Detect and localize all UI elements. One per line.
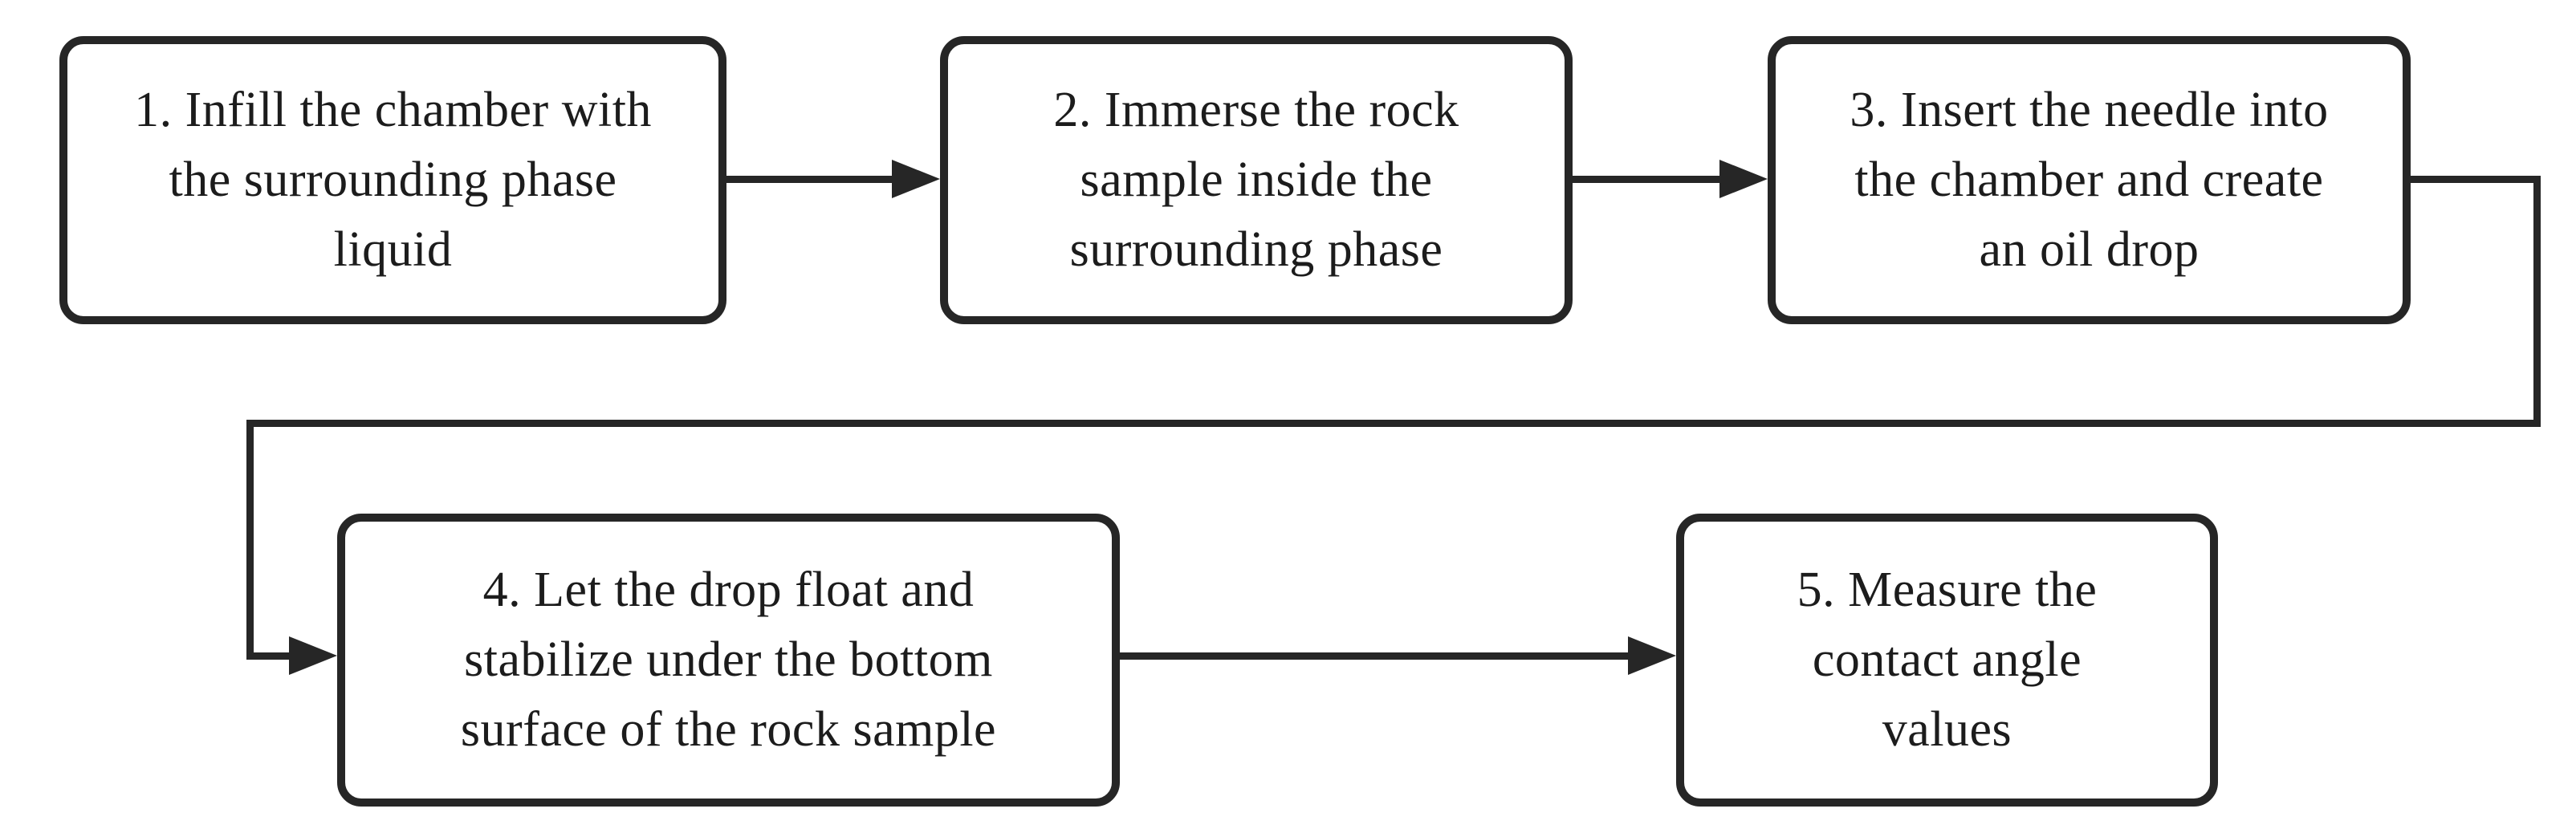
flow-step-1-text-line: liquid — [333, 222, 453, 277]
arrow-right-icon — [892, 160, 940, 198]
flow-step-2-text-line: sample inside the — [1080, 152, 1433, 207]
flow-step-5-text-line: 5. Measure the — [1797, 563, 2098, 617]
flow-step-1-box: 1. Infill the chamber with the surroundi… — [59, 36, 726, 324]
flow-step-4-text-line: surface of the rock sample — [460, 702, 997, 757]
arrow-right-icon — [1719, 160, 1768, 198]
flow-step-5-text-line: contact angle — [1812, 632, 2082, 687]
arrow-step2-step3-line — [1573, 176, 1726, 183]
connector-step3-step4-segment-right — [2411, 176, 2541, 183]
arrow-right-icon — [289, 636, 337, 675]
flow-step-1-text-line: 1. Infill the chamber with — [134, 83, 652, 137]
connector-step3-step4-segment-down2 — [246, 420, 254, 660]
arrow-step4-step5-line — [1120, 652, 1634, 660]
connector-step3-step4-segment-into — [246, 652, 295, 660]
flow-step-5-box: 5. Measure the contact angle values — [1676, 514, 2218, 807]
flow-step-3-box: 3. Insert the needle into the chamber an… — [1768, 36, 2411, 324]
arrow-right-icon — [1628, 636, 1676, 675]
connector-step3-step4-segment-across — [246, 420, 2541, 427]
flow-step-3-text-line: 3. Insert the needle into — [1850, 83, 2329, 137]
flow-step-4-box: 4. Let the drop float and stabilize unde… — [337, 514, 1120, 807]
flow-step-3-text-line: an oil drop — [1979, 222, 2200, 277]
flow-step-5-text-line: values — [1882, 702, 2012, 757]
connector-step3-step4-segment-down — [2533, 176, 2541, 427]
arrow-step1-step2-line — [726, 176, 898, 183]
flow-step-2-box: 2. Immerse the rock sample inside the su… — [940, 36, 1573, 324]
flow-step-4-text-line: stabilize under the bottom — [464, 632, 993, 687]
flow-step-2-text-line: 2. Immerse the rock — [1053, 83, 1459, 137]
flow-step-4-text-line: 4. Let the drop float and — [482, 563, 975, 617]
flow-step-3-text-line: the chamber and create — [1854, 152, 2324, 207]
flow-step-2-text-line: surrounding phase — [1069, 222, 1443, 277]
flow-step-1-text-line: the surrounding phase — [169, 152, 617, 207]
